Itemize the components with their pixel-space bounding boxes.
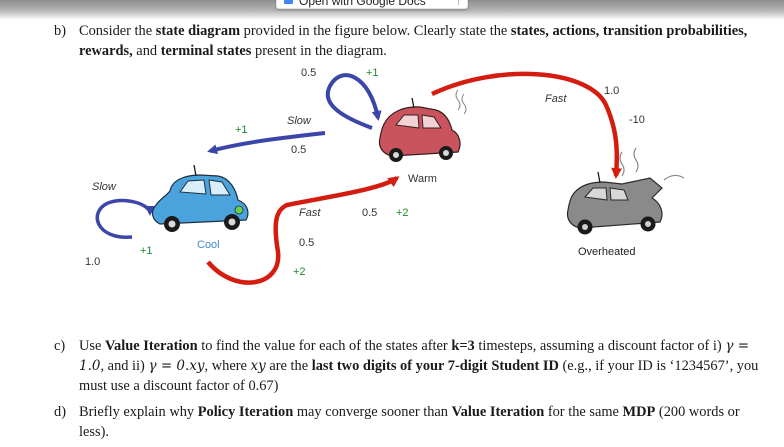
warm-car-icon bbox=[378, 89, 467, 162]
open-with-docs-label: Open with Google Docs bbox=[299, 0, 426, 8]
question-d: d) Briefly explain why Policy Iteration … bbox=[54, 402, 760, 442]
question-c-marker: c) bbox=[54, 338, 66, 354]
label-fast-warm: Fast bbox=[545, 93, 567, 105]
state-label-warm: Warm bbox=[408, 173, 437, 185]
state-label-overheated: Overheated bbox=[578, 246, 635, 258]
viewer-top-bar: Open with Google Docs bbox=[0, 0, 784, 20]
label-fast-cool-prob: 0.5 bbox=[299, 237, 314, 249]
label-warm-self-prob: 0.5 bbox=[301, 67, 316, 79]
arrow-fast-warm-to-overheated bbox=[431, 71, 623, 179]
label-slow-warm-to-cool: Slow bbox=[287, 115, 312, 127]
arrow-fast-cool-to-warm bbox=[206, 176, 400, 285]
arrow-slow-warm-to-cool bbox=[207, 131, 326, 155]
state-label-cool: Cool bbox=[197, 239, 220, 251]
label-fast-warm-prob: 1.0 bbox=[604, 85, 619, 97]
label-warm-self-reward: +1 bbox=[366, 67, 379, 79]
open-with-docs-button[interactable]: Open with Google Docs bbox=[276, 0, 468, 9]
label-slow-cool-self: Slow bbox=[92, 181, 117, 193]
question-c-text: Use Value Iteration to find the value fo… bbox=[79, 338, 759, 394]
question-b-text: Consider the state diagram provided in t… bbox=[79, 23, 748, 59]
arrow-slow-cool-self bbox=[95, 198, 155, 239]
question-b: b) Consider the state diagram provided i… bbox=[54, 21, 760, 61]
label-cool-self-prob: 1.0 bbox=[85, 256, 100, 268]
question-c: c) Use Value Iteration to find the value… bbox=[54, 336, 760, 396]
state-diagram: Slow 1.0 +1 Cool Slow 0.5 +1 0.5 +1 Warm… bbox=[85, 67, 685, 285]
question-d-marker: d) bbox=[54, 404, 66, 420]
question-d-text: Briefly explain why Policy Iteration may… bbox=[79, 404, 740, 440]
label-slow-warm-to-cool-prob: 0.5 bbox=[291, 144, 306, 156]
google-docs-icon bbox=[284, 0, 293, 4]
arrow-slow-warm-self bbox=[325, 73, 382, 130]
question-b-marker: b) bbox=[54, 23, 66, 39]
label-slow-warm-to-cool-reward: +1 bbox=[235, 124, 248, 136]
label-fast-cool-warm-reward: +2 bbox=[396, 207, 409, 219]
label-fast-warm-reward: -10 bbox=[629, 114, 645, 126]
label-fast-cool-reward: +2 bbox=[293, 266, 306, 278]
overheated-car-icon bbox=[566, 147, 685, 235]
label-cool-self-reward: +1 bbox=[140, 245, 153, 257]
label-fast-cool: Fast bbox=[299, 207, 321, 219]
label-fast-cool-warm-prob: 0.5 bbox=[362, 207, 377, 219]
cool-car-icon bbox=[151, 164, 249, 232]
button-divider bbox=[458, 0, 459, 5]
